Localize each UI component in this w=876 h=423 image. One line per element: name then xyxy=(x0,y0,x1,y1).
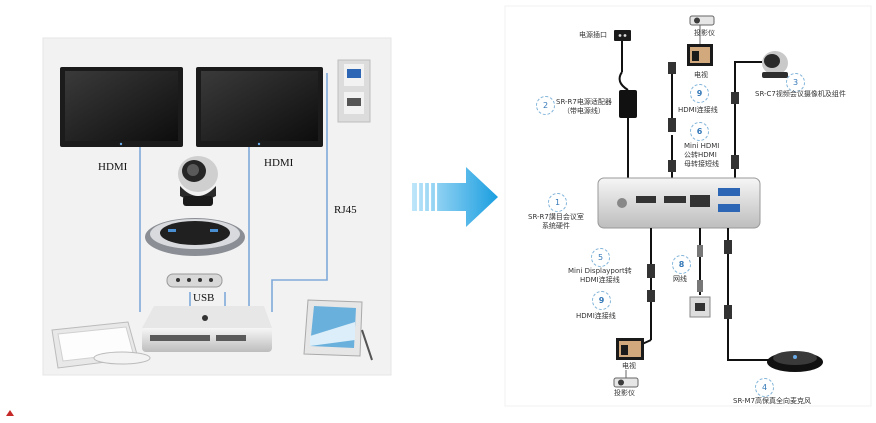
callout-label-3: SR-C7视频会议摄像机及组件 xyxy=(755,90,846,98)
speakerphone-hub xyxy=(145,218,245,256)
projector-top-icon xyxy=(689,15,715,26)
decorative-mark xyxy=(6,410,14,416)
callout-number-8: 8 xyxy=(672,255,691,274)
system-hardware-box xyxy=(597,177,761,229)
usb-plug xyxy=(724,240,732,254)
hdmi-label-left: HDMI xyxy=(98,161,128,173)
usb-label: USB xyxy=(193,292,215,304)
power-socket-label: 电源插口 xyxy=(579,31,607,39)
hdmi-plug xyxy=(668,118,676,132)
remote-control xyxy=(166,273,223,288)
projector-bottom-icon xyxy=(613,377,639,388)
callout-label-8: 网线 xyxy=(673,275,687,283)
projector-bottom-label: 投影仪 xyxy=(614,389,635,397)
callout-number-5: 5 xyxy=(591,248,610,267)
power-socket-icon xyxy=(614,30,631,41)
power-cable xyxy=(618,41,629,182)
monitor-left xyxy=(60,67,183,147)
hdmi-plug xyxy=(668,160,676,172)
flow-arrow xyxy=(412,167,498,227)
camera-icon xyxy=(762,51,788,78)
mini-pc xyxy=(142,306,272,352)
monitor-right xyxy=(196,67,323,147)
usb-plug xyxy=(724,305,732,319)
hdmi-label-right: HDMI xyxy=(264,157,294,169)
flow-arrow-stripes xyxy=(416,183,438,211)
rj45-label: RJ45 xyxy=(334,204,357,216)
tv-bottom-label: 电视 xyxy=(622,362,636,370)
callout-number-9-top: 9 xyxy=(690,84,709,103)
usb-plug xyxy=(731,92,739,104)
rj45-wall-plate xyxy=(337,59,371,123)
callout-number-4: 4 xyxy=(755,378,774,397)
microphone-icon xyxy=(767,351,823,372)
callout-label-5: Mini Displayport转 HDMI连接线 xyxy=(568,267,632,284)
tv-top-icon xyxy=(687,44,713,66)
hdmi-plug xyxy=(668,62,676,74)
mouse xyxy=(93,351,151,365)
callout-number-9-bottom: 9 xyxy=(592,291,611,310)
ethernet-plug xyxy=(697,245,703,257)
callout-label-9-top: HDMI连接线 xyxy=(678,106,718,114)
callout-number-3: 3 xyxy=(786,73,805,92)
ptz-camera xyxy=(178,156,218,206)
callout-label-2: SR-R7电源适配器 （带电源线） xyxy=(556,98,612,115)
callout-label-4: SR-M7高保真全向麦克风 xyxy=(733,397,812,405)
callout-number-2: 2 xyxy=(536,96,555,115)
projector-top-label: 投影仪 xyxy=(694,29,715,37)
camera-usb-cable xyxy=(734,61,762,178)
adapter-plug xyxy=(647,290,655,302)
ethernet-plug xyxy=(697,280,703,292)
usb-plug xyxy=(731,155,739,169)
callout-number-1: 1 xyxy=(548,193,567,212)
callout-number-6: 6 xyxy=(690,122,709,141)
tablet-on-stand xyxy=(303,299,373,361)
power-adapter xyxy=(619,90,637,118)
callout-label-9-bottom: HDMI连接线 xyxy=(576,312,616,320)
tv-bottom-icon xyxy=(616,338,644,360)
callout-label-6: Mini HDMI 公转HDMI 母转接短线 xyxy=(684,142,720,168)
adapter-plug xyxy=(647,264,655,278)
tv-top-label: 电视 xyxy=(694,71,708,79)
callout-label-1: SR-R7講目会议室 系统硬件 xyxy=(528,213,584,230)
